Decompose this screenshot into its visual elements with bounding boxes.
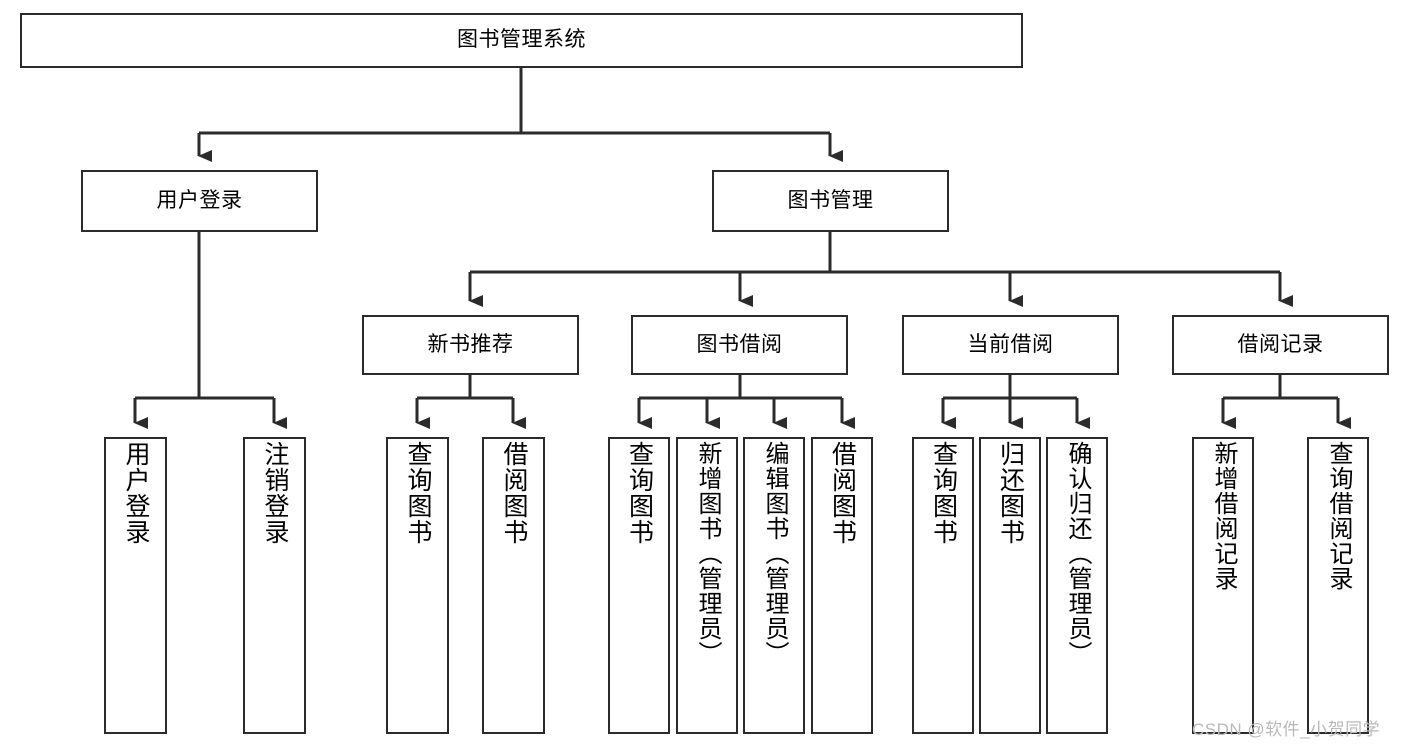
leaf-borrow-book-newbook-label: 借阅图书 (500, 441, 528, 545)
node-book-management[interactable]: 图书管理 (712, 170, 949, 232)
leaf-borrow-book-label: 借阅图书 (828, 441, 857, 545)
leaf-edit-book-admin-label: 编辑图书（管理员） (761, 441, 788, 666)
node-borrow-records-label: 借阅记录 (1237, 332, 1324, 356)
node-new-book-recommend[interactable]: 新书推荐 (362, 315, 579, 375)
csdn-watermark: CSDN @软件_小贺同学 (1192, 720, 1381, 739)
node-current-borrow-label: 当前借阅 (967, 332, 1054, 356)
leaf-return-book[interactable]: 归还图书 (979, 437, 1041, 734)
leaf-confirm-return-admin[interactable]: 确认归还（管理员） (1046, 437, 1108, 734)
leaf-add-book-admin-label: 新增图书（管理员） (694, 441, 721, 666)
leaf-query-book-newbook-label: 查询图书 (404, 441, 432, 545)
node-current-borrow[interactable]: 当前借阅 (902, 315, 1119, 375)
node-borrow-records[interactable]: 借阅记录 (1172, 315, 1389, 375)
leaf-query-book-borrow[interactable]: 查询图书 (608, 437, 670, 734)
leaf-user-login[interactable]: 用户登录 (104, 437, 167, 734)
leaf-add-book-admin[interactable]: 新增图书（管理员） (676, 437, 738, 734)
leaf-logout-label: 注销登录 (261, 441, 289, 545)
leaf-borrow-book[interactable]: 借阅图书 (811, 437, 873, 734)
leaf-user-login-label: 用户登录 (122, 441, 150, 545)
node-book-borrow-label: 图书借阅 (696, 332, 783, 356)
leaf-confirm-return-admin-label: 确认归还（管理员） (1064, 441, 1091, 666)
node-root-label: 图书管理系统 (457, 28, 586, 52)
node-user-login-label: 用户登录 (156, 188, 243, 212)
node-user-login[interactable]: 用户登录 (81, 170, 318, 232)
node-root[interactable]: 图书管理系统 (20, 13, 1023, 68)
leaf-query-book-newbook[interactable]: 查询图书 (386, 437, 449, 734)
leaf-query-book-borrow-label: 查询图书 (625, 441, 654, 545)
node-new-book-recommend-label: 新书推荐 (427, 332, 514, 356)
leaf-query-book-current-label: 查询图书 (929, 441, 958, 545)
leaf-edit-book-admin[interactable]: 编辑图书（管理员） (743, 437, 805, 734)
leaf-add-borrow-record[interactable]: 新增借阅记录 (1192, 437, 1254, 734)
leaf-borrow-book-newbook[interactable]: 借阅图书 (482, 437, 545, 734)
leaf-query-borrow-record[interactable]: 查询借阅记录 (1307, 437, 1369, 734)
leaf-query-book-current[interactable]: 查询图书 (912, 437, 974, 734)
leaf-return-book-label: 归还图书 (996, 441, 1025, 545)
node-book-management-label: 图书管理 (787, 188, 874, 212)
node-book-borrow[interactable]: 图书借阅 (631, 315, 848, 375)
leaf-logout[interactable]: 注销登录 (243, 437, 306, 734)
leaf-add-borrow-record-label: 新增借阅记录 (1210, 441, 1237, 591)
leaf-query-borrow-record-label: 查询借阅记录 (1325, 441, 1352, 591)
